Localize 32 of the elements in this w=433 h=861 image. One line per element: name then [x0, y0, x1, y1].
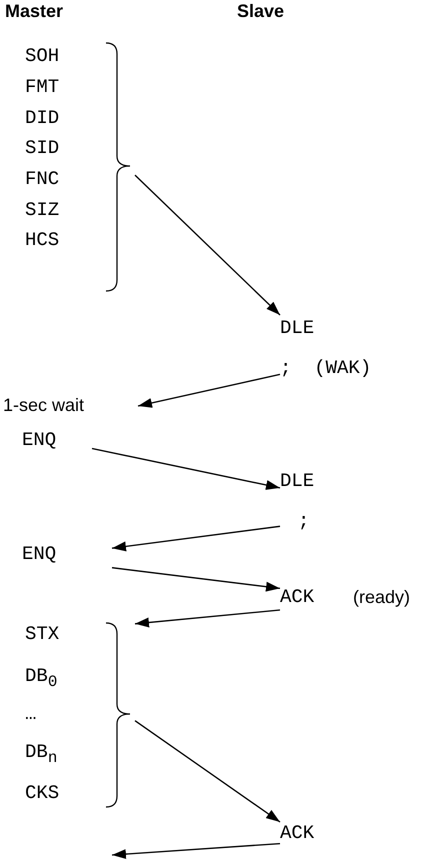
field-name: DB$_{n}$: [25, 741, 58, 769]
field-name: SOH: [25, 45, 60, 67]
field-name: DID: [25, 107, 60, 129]
field-name: …: [25, 703, 36, 725]
arrow: [112, 842, 280, 860]
field-name: HCS: [25, 229, 60, 251]
arrow: [112, 526, 280, 552]
field-name: SID: [25, 137, 60, 159]
arrow: [112, 567, 280, 592]
field-name: SIZ: [25, 199, 60, 221]
column-heading: Slave: [237, 0, 284, 22]
arrow: [134, 174, 280, 316]
note-text: 1-sec wait: [3, 394, 84, 416]
column-heading: Master: [5, 0, 64, 22]
field-name: ; (WAK): [280, 357, 372, 379]
field-name: CKS: [25, 782, 60, 804]
field-name: DLE: [280, 317, 314, 339]
note-text: (ready): [353, 586, 410, 608]
arrow: [138, 374, 280, 408]
field-name: ;: [298, 510, 310, 532]
field-name: STX: [25, 623, 60, 645]
arrow: [92, 448, 280, 490]
field-name: FMT: [25, 76, 60, 98]
field-name: ACK: [280, 586, 314, 608]
field-name: ENQ: [22, 429, 56, 451]
field-name: ENQ: [22, 543, 56, 565]
field-name: FNC: [25, 168, 60, 190]
field-name: DB$_{0}$: [25, 665, 58, 693]
field-name: DLE: [280, 470, 314, 492]
arrow: [134, 609, 280, 628]
arrow: [134, 720, 280, 823]
field-name: ACK: [280, 822, 314, 844]
